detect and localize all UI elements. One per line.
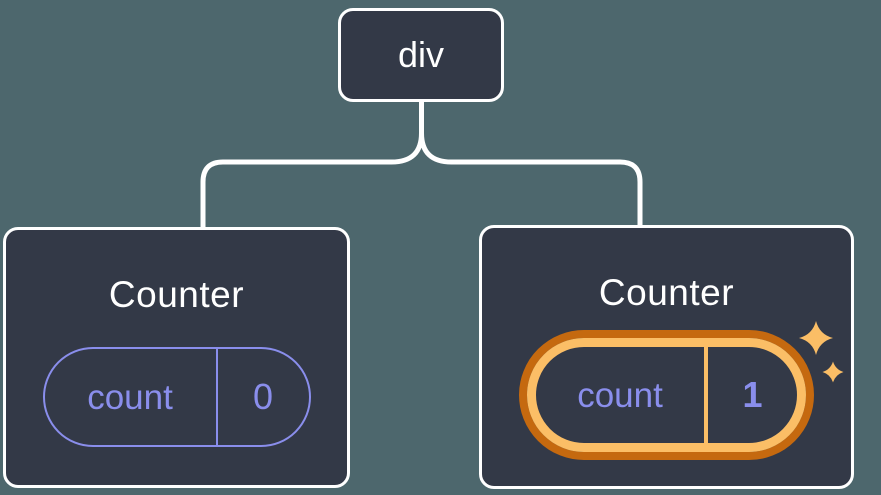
state-value-label: 1 bbox=[742, 374, 763, 415]
state-pill-right-key-cell: count bbox=[536, 347, 704, 443]
state-pill-left-divider bbox=[215, 349, 218, 445]
state-key-label: count bbox=[577, 375, 663, 415]
counter-node-right: Counter count 1 bbox=[479, 225, 854, 489]
counter-node-left: Counter count 0 bbox=[3, 227, 350, 488]
root-node-label: div bbox=[397, 34, 445, 75]
state-pill-right: count 1 bbox=[527, 338, 806, 452]
state-key-label: count bbox=[87, 377, 173, 417]
state-pill-right-divider bbox=[704, 347, 708, 443]
connector-root-to-right-counter bbox=[419, 100, 643, 225]
counter-right-title: Counter bbox=[598, 272, 735, 313]
state-pill-right-highlight-ring: count 1 bbox=[519, 330, 814, 460]
state-pill-left: count 0 bbox=[42, 347, 311, 447]
state-pill-left-value-cell: 0 bbox=[218, 349, 309, 445]
counter-left-title: Counter bbox=[108, 274, 245, 315]
connector-root-to-left-counter bbox=[200, 100, 424, 227]
root-node-div: div bbox=[338, 8, 504, 102]
state-value-label: 0 bbox=[252, 376, 274, 417]
state-pill-right-value-cell: 1 bbox=[708, 347, 797, 443]
state-pill-left-key-cell: count bbox=[45, 349, 216, 445]
